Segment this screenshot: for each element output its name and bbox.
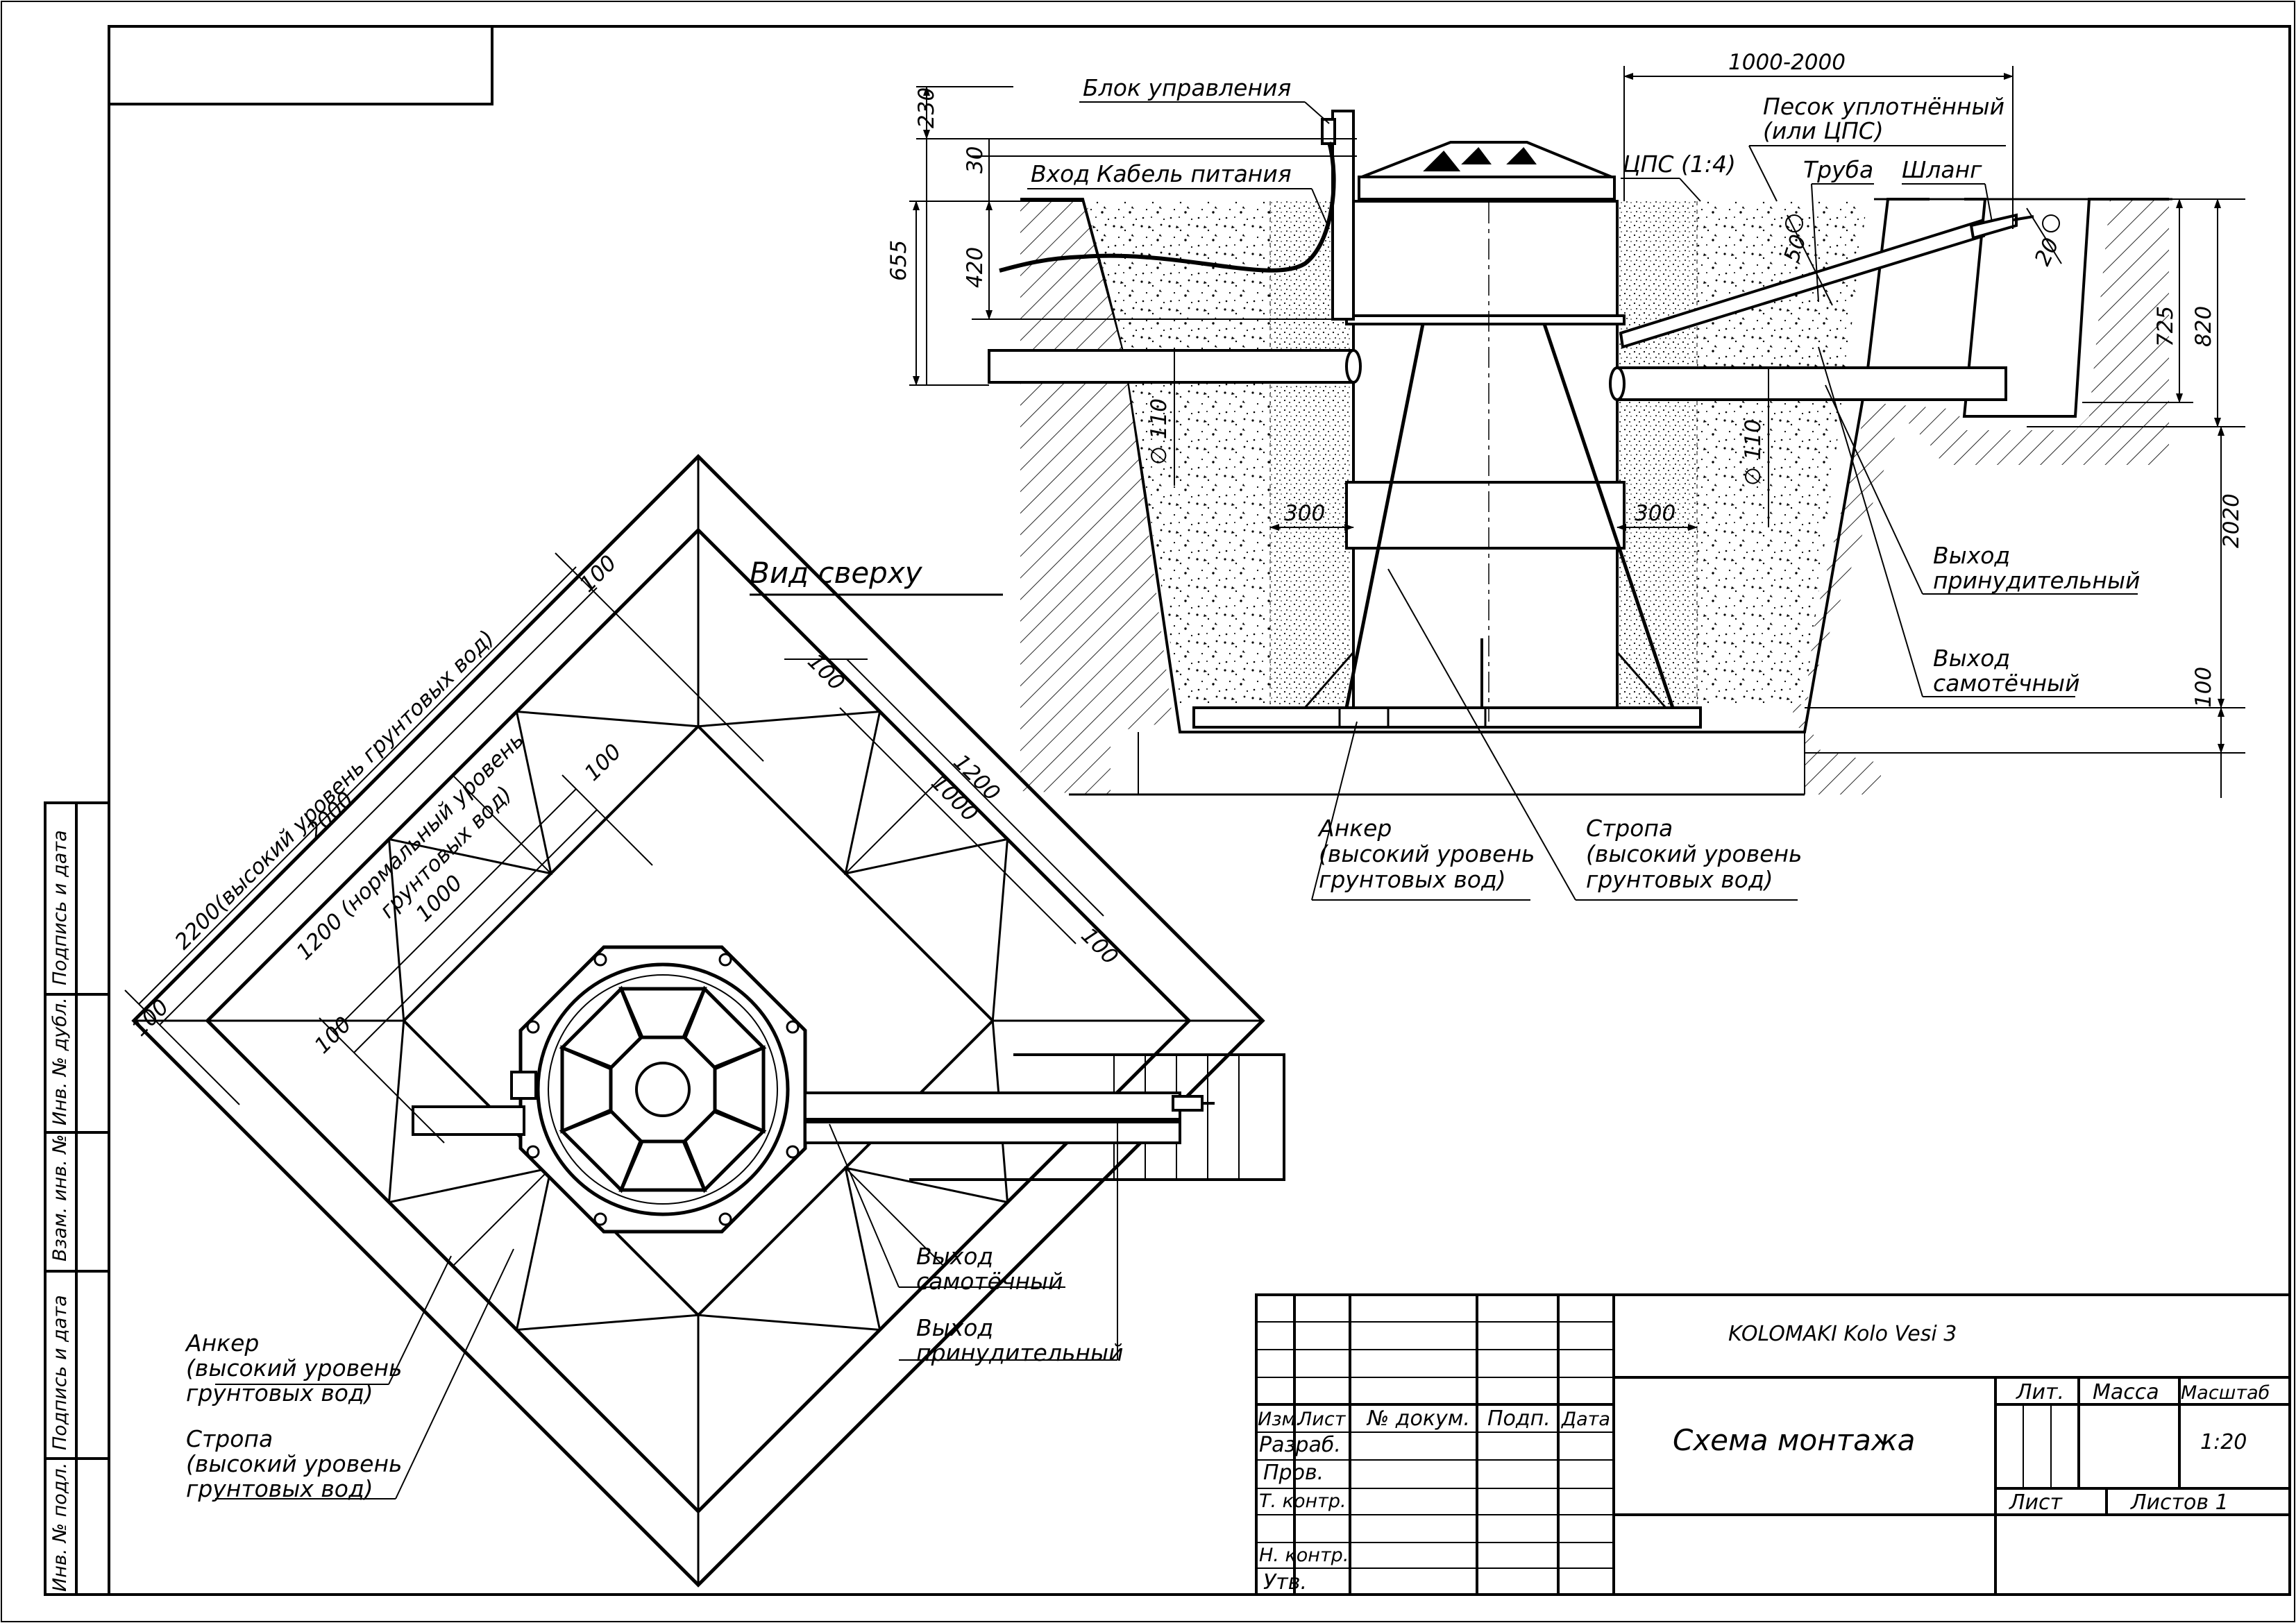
label-cps: ЦПС (1:4) [1623, 151, 1736, 178]
dim-top-100-a: 100 [127, 994, 174, 1041]
tb-massa: Масса [2093, 1380, 2159, 1404]
dim-top-100-c: 100 [310, 1012, 356, 1058]
top-label-sling-2: (высокий уровень [186, 1450, 402, 1477]
cps-zone-right [1617, 201, 1697, 704]
dim-300-left: 300 [1284, 501, 1325, 526]
stamp-podpis-1: Подпись и дата [49, 830, 71, 985]
stamp-inv-dubl: Инв. № дубл. [49, 997, 71, 1125]
tank-body [1345, 200, 1626, 709]
label-sling-2: (высокий уровень [1586, 840, 1802, 867]
power-cable [999, 142, 1336, 273]
top-label-anchor-2: (высокий уровень [186, 1354, 402, 1382]
dim-top-100-b: 100 [575, 550, 621, 597]
outlet-pipe [1609, 366, 2007, 401]
control-block [1321, 110, 1355, 321]
top-label-gravity-1: Выход [916, 1243, 993, 1270]
tb-doc: № докум. [1366, 1407, 1470, 1431]
tb-lit: Лит. [2016, 1380, 2064, 1404]
label-sling-1: Стропа [1586, 815, 1673, 842]
dim-725: 725 [2153, 306, 2178, 347]
label-forced-outlet-1: Выход [1933, 542, 2010, 569]
dim-230: 230 [914, 87, 939, 128]
tb-masshtab: Масштаб [2181, 1382, 2270, 1404]
dim-655: 655 [886, 240, 911, 281]
label-pipe: Труба [1803, 156, 1873, 183]
label-forced-outlet-2: принудительный [1933, 567, 2140, 594]
top-label-sling-1: Стропа [186, 1425, 273, 1452]
inlet-pipe [988, 349, 1362, 384]
dim-20: 20 [2030, 234, 2064, 269]
label-power-cable: Кабель питания [1097, 160, 1292, 187]
tb-listov: Листов 1 [2130, 1490, 2229, 1515]
top-label-gravity-2: самотёчный [916, 1268, 1063, 1295]
stamp-vzam: Взам. инв. № [49, 1135, 71, 1261]
top-label-anchor-3: грунтовых вод) [186, 1379, 373, 1407]
tb-scale: 1:20 [2200, 1430, 2247, 1454]
label-gravity-outlet-2: самотёчный [1933, 670, 2080, 697]
tb-izm: Изм. [1258, 1409, 1302, 1430]
dim-top-100-f: 100 [1076, 923, 1122, 969]
top-view: 100 2200(высокий уровень грунтовых вод) … [124, 454, 1285, 1588]
dim-1000-2000: 1000-2000 [1728, 50, 1846, 75]
label-sand-2: (или ЦПС) [1763, 117, 1884, 144]
top-label-forced-2: принудительный [916, 1339, 1123, 1366]
tb-nkontr: Н. контр. [1259, 1545, 1349, 1566]
top-view-title: Вид сверху [750, 556, 923, 590]
dim-phi110-left: ∅ 110 [1147, 398, 1172, 465]
dim-2020: 2020 [2219, 493, 2244, 548]
dim-top-100-d: 100 [580, 739, 626, 785]
label-hose: Шланг [1902, 156, 1982, 183]
tb-list2: Лист [2009, 1490, 2063, 1515]
top-inlet-pipe [412, 1105, 525, 1136]
tb-podp: Подп. [1487, 1407, 1551, 1431]
title-block [1255, 1293, 2291, 1596]
tank-lid [1358, 141, 1616, 201]
base-slab [1192, 706, 1702, 729]
tb-prov: Пров. [1263, 1461, 1324, 1485]
side-stamp [44, 801, 110, 1596]
tb-data: Дата [1561, 1409, 1610, 1430]
top-label-sling-3: грунтовых вод) [186, 1475, 373, 1502]
sling-diagonals [1303, 323, 1675, 708]
forced-outlet-pipe [1619, 213, 2018, 349]
tb-sheet-name: Схема монтажа [1673, 1423, 1915, 1457]
tb-razrab: Разраб. [1259, 1433, 1341, 1457]
dim-30: 30 [963, 146, 988, 173]
tb-list: Лист [1297, 1409, 1347, 1430]
top-dimension-lines [124, 552, 1104, 1144]
label-anchor-3: грунтовых вод) [1319, 866, 1506, 893]
tank-top [510, 945, 807, 1234]
side-view-section: Блок управления Вход Кабель питания ЦПС … [886, 50, 2245, 901]
dim-100-base: 100 [2191, 667, 2216, 708]
side-leaders [1027, 101, 2138, 901]
dim-top-100-e: 100 [802, 649, 849, 695]
stamp-podpis-2: Подпись и дата [49, 1295, 71, 1450]
top-label-forced-1: Выход [916, 1314, 993, 1341]
label-anchor-2: (высокий уровень [1319, 840, 1535, 867]
top-label-anchor-1: Анкер [185, 1329, 259, 1357]
label-control-block: Блок управления [1083, 74, 1291, 101]
label-inlet: Вход [1031, 160, 1090, 187]
label-anchor-1: Анкер [1317, 815, 1392, 842]
tb-drawing-title: KOLOMAKI Kolo Vesi 3 [1728, 1322, 1957, 1346]
label-sand-1: Песок уплотнённый [1763, 93, 2004, 120]
top-outlet-pipes [804, 1091, 1215, 1144]
tb-tkontr: Т. контр. [1259, 1490, 1347, 1512]
dim-420: 420 [963, 247, 988, 288]
label-gravity-outlet-1: Выход [1933, 645, 2010, 672]
side-dimension-lines [909, 66, 2245, 798]
dim-820: 820 [2191, 306, 2216, 347]
top-leaders [215, 1121, 1118, 1499]
stamp-inv-podl: Инв. № подл. [49, 1463, 71, 1592]
dim-phi110-right: ∅ 110 [1741, 419, 1766, 486]
tb-utv: Утв. [1263, 1570, 1307, 1595]
dim-300-right: 300 [1635, 501, 1675, 526]
label-sling-3: грунтовых вод) [1586, 866, 1773, 893]
